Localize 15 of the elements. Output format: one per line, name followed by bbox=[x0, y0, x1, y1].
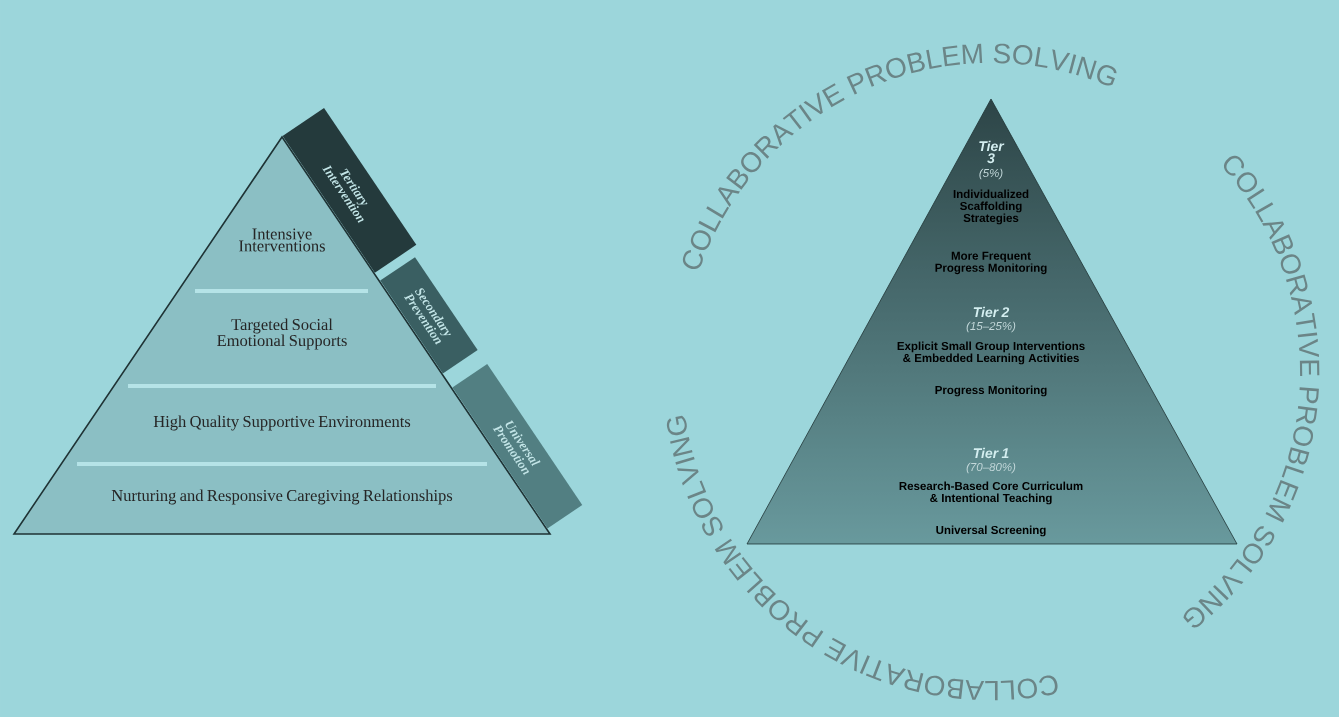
tier-heading: Tier 2 bbox=[973, 306, 1010, 318]
pyramid-level: High Quality Supportive Environments bbox=[153, 415, 411, 431]
pyramid-level: Targeted Social Emotional Supports bbox=[217, 318, 347, 350]
tier-heading: Tier 3 bbox=[979, 140, 1005, 164]
tier-percent: (70–80%) bbox=[966, 462, 1016, 474]
tier-text: More Frequent Progress Monitoring bbox=[935, 251, 1047, 275]
tier-text: Explicit Small Group Interventions & Embedded Learning Activities bbox=[897, 341, 1085, 365]
tier-percent: (15–25%) bbox=[966, 321, 1016, 333]
tier-text: Progress Monitoring bbox=[935, 385, 1047, 397]
tier-text: Research-Based Core Curriculum & Intentional Teaching bbox=[899, 481, 1083, 505]
tier-text: Individualized Scaffolding Strategies bbox=[953, 189, 1029, 225]
pyramid-level: Nurturing and Responsive Caregiving Relationships bbox=[111, 489, 453, 505]
tier-percent: (5%) bbox=[979, 168, 1003, 180]
tier-heading: Tier 1 bbox=[973, 447, 1009, 459]
tier-text: Universal Screening bbox=[936, 525, 1046, 537]
